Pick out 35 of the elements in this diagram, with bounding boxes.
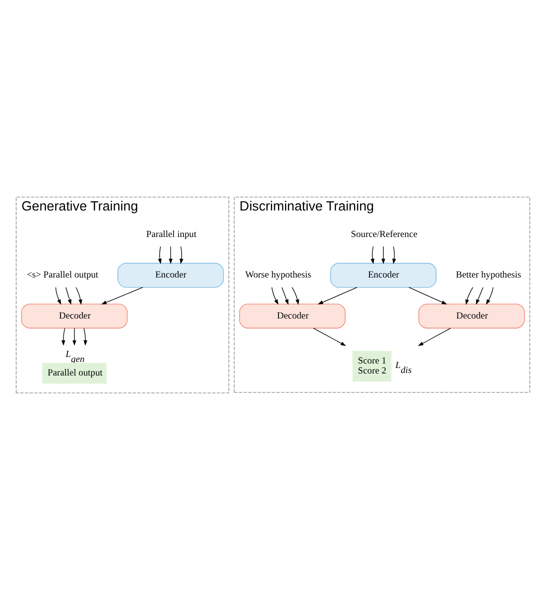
- arrow: [381, 246, 386, 264]
- node-box: Decoder: [239, 304, 346, 328]
- arrow: [392, 246, 396, 264]
- arrow: [65, 287, 72, 305]
- arrow: [370, 246, 374, 264]
- arrow: [465, 287, 474, 305]
- arrow: [61, 328, 66, 346]
- node-box: Encoder: [118, 262, 224, 288]
- node-box: Encoder: [330, 262, 437, 288]
- arrow: [418, 328, 451, 346]
- node-text: Parallel input: [146, 230, 196, 240]
- node-box: Score 1 Score 2: [352, 350, 392, 382]
- node-text: Better hypothesis: [456, 270, 522, 281]
- arrow: [408, 287, 448, 304]
- arrow: [101, 287, 144, 304]
- node-box: Decoder: [418, 304, 525, 328]
- arrow: [168, 246, 173, 264]
- arrow: [84, 328, 88, 346]
- node-text: Source/Reference: [350, 230, 418, 240]
- arrow: [72, 328, 76, 346]
- arrow: [292, 287, 300, 305]
- arrow: [76, 287, 82, 305]
- node-text: <s> Parallel output: [26, 270, 98, 281]
- node-box: Parallel output: [42, 362, 106, 384]
- arrow: [180, 246, 184, 264]
- arrow: [313, 328, 346, 346]
- arrow: [318, 287, 358, 304]
- arrow: [158, 246, 162, 264]
- arrow: [272, 287, 278, 305]
- arrow: [282, 287, 288, 305]
- arrow: [476, 287, 484, 305]
- node-box: Decoder: [21, 304, 128, 328]
- node-text: Worse hypothesis: [245, 270, 312, 281]
- arrow: [486, 287, 494, 305]
- arrow: [55, 287, 62, 305]
